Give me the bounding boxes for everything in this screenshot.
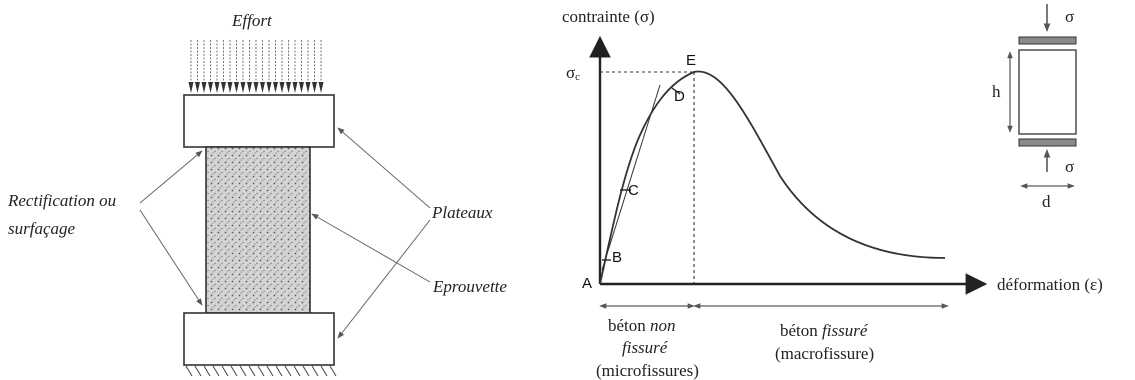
load-arrow-head	[221, 82, 226, 93]
hatch-line	[212, 365, 220, 377]
rectification-label-line1: Rectification ou	[7, 191, 116, 210]
tick-d	[671, 87, 681, 95]
bottom-plateau	[183, 312, 335, 366]
hatch-line	[194, 365, 202, 377]
point-a-label: A	[582, 275, 592, 292]
arrow-to-specimen	[311, 213, 431, 283]
load-arrow-head	[312, 82, 317, 93]
load-arrow-head	[266, 82, 272, 93]
load-arrow-head	[234, 82, 239, 93]
hatch-line	[284, 365, 292, 377]
load-arrow-head	[227, 82, 233, 93]
height-label: h	[992, 82, 1001, 101]
load-arrow-head	[279, 82, 285, 93]
load-arrow-head	[195, 82, 200, 93]
hatch-line	[311, 365, 319, 377]
load-arrow-head	[253, 82, 259, 93]
arrow-to-bottom-plateau	[337, 219, 431, 339]
effort-label: Effort	[231, 11, 273, 30]
hatch-line	[230, 365, 238, 377]
arrow-to-bottom-surface	[139, 209, 203, 306]
hatch-line	[320, 365, 328, 377]
load-arrow-head	[247, 82, 252, 93]
load-arrow-head	[260, 82, 265, 93]
load-arrow-head	[208, 82, 213, 93]
region-cracked-line2: (macrofissure)	[775, 344, 874, 363]
load-arrow-head	[201, 82, 207, 93]
load-arrow-head	[188, 82, 194, 93]
load-arrow-head	[318, 82, 324, 93]
eprouvette-label: Eprouvette	[432, 277, 507, 296]
load-arrow-head	[240, 82, 246, 93]
hatch-line	[248, 365, 256, 377]
point-b-label: B	[612, 249, 622, 266]
hatch-line	[275, 365, 283, 377]
stress-strain-graph: contrainte (σ) déformation (ε) σc A B C …	[562, 7, 1103, 380]
hatch-line	[266, 365, 274, 377]
diameter-label: d	[1042, 192, 1051, 211]
hatch-line	[329, 365, 337, 377]
sigma-c-label: σc	[566, 63, 580, 83]
region-uncracked-line1: béton non	[608, 316, 676, 335]
specimen-block	[1018, 49, 1077, 135]
hatch-line	[257, 365, 265, 377]
region-uncracked-line2: fissuré	[622, 338, 669, 357]
region-cracked-line1: béton fissuré	[780, 321, 869, 340]
point-e-label: E	[686, 52, 696, 69]
ground-hatch	[185, 365, 337, 377]
rectification-label-line2: surfaçage	[8, 219, 76, 238]
arrow-to-top-plateau	[337, 127, 431, 209]
point-c-label: C	[628, 182, 639, 199]
y-axis-label: contrainte (σ)	[562, 7, 655, 26]
load-arrow-head	[305, 82, 311, 93]
load-arrow-head	[299, 82, 304, 93]
point-d-label: D	[674, 88, 685, 105]
stress-strain-curve	[599, 70, 946, 285]
top-platen	[1018, 36, 1077, 45]
compression-test-figure: Effort Rectification ou surfaçage Platea…	[7, 11, 507, 377]
load-arrows	[188, 40, 324, 93]
load-arrow-head	[273, 82, 278, 93]
arrow-to-top-surface	[139, 150, 203, 204]
sigma-bottom-label: σ	[1065, 157, 1074, 176]
x-axis-label: déformation (ε)	[997, 275, 1103, 294]
hatch-line	[293, 365, 301, 377]
hatch-line	[185, 365, 193, 377]
load-arrow-head	[286, 82, 291, 93]
specimen-schematic: σ σ h d	[992, 4, 1077, 211]
hatch-line	[203, 365, 211, 377]
region-uncracked-line3: (microfissures)	[596, 361, 699, 380]
hatch-line	[302, 365, 310, 377]
hatch-line	[221, 365, 229, 377]
bottom-platen	[1018, 138, 1077, 147]
plateaux-label: Plateaux	[431, 203, 493, 222]
load-arrow-head	[292, 82, 298, 93]
hatch-line	[239, 365, 247, 377]
load-arrow-head	[214, 82, 220, 93]
specimen-eprouvette	[205, 146, 311, 314]
top-plateau	[183, 94, 335, 148]
sigma-top-label: σ	[1065, 7, 1074, 26]
